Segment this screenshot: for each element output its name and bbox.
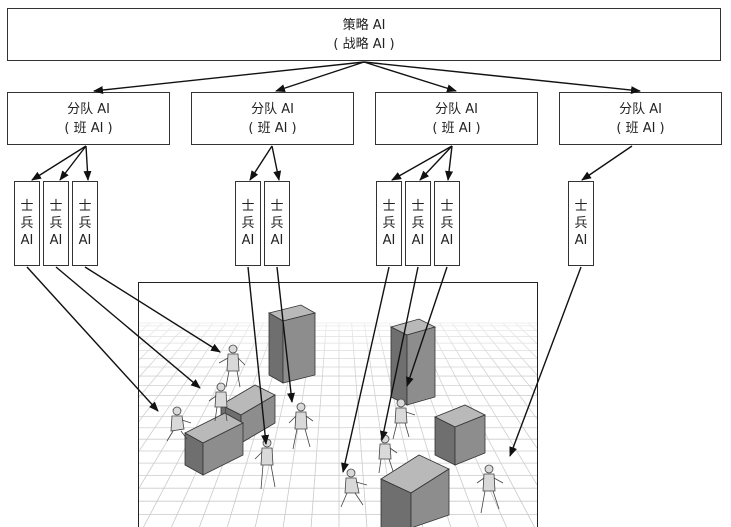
- squad-ai-label: 分队 AI: [619, 101, 662, 117]
- squad-ai-sublabel: ( 班 AI ): [616, 120, 665, 136]
- soldier-ai-char: 士: [241, 199, 255, 214]
- soldier-ai-char: 士: [49, 199, 63, 214]
- soldier-ai-char: AI: [574, 233, 588, 248]
- soldier-ai-box-4: 士 兵 AI: [235, 181, 261, 266]
- squad-ai-sublabel: ( 班 AI ): [432, 120, 481, 136]
- soldier-ai-char: 士: [382, 199, 396, 214]
- strategy-ai-sublabel: ( 战略 AI ): [333, 36, 395, 52]
- soldier-ai-char: AI: [382, 233, 396, 248]
- soldier-ai-char: 兵: [49, 216, 63, 231]
- arrow-strategy-to-squad-4: [363, 61, 641, 95]
- soldier-ai-char: 士: [574, 199, 588, 214]
- crate-front-right: [380, 454, 450, 527]
- arrow-squad-2-to-soldier-5: [271, 145, 282, 181]
- soldier-ai-char: AI: [411, 233, 425, 248]
- arrow-squad-1-to-soldier-1: [31, 145, 87, 181]
- soldier-ai-box-7: 士 兵 AI: [405, 181, 431, 266]
- squad-ai-label: 分队 AI: [435, 101, 478, 117]
- soldier-ai-char: 兵: [411, 216, 425, 231]
- soldier-ai-box-8: 士 兵 AI: [434, 181, 460, 266]
- squad-ai-box-3: 分队 AI ( 班 AI ): [375, 92, 538, 145]
- soldier-ai-char: 士: [20, 199, 34, 214]
- soldier-figure: [166, 406, 192, 442]
- soldier-ai-box-6: 士 兵 AI: [376, 181, 402, 266]
- arrow-squad-3-to-soldier-6: [391, 145, 453, 181]
- squad-ai-box-2: 分队 AI ( 班 AI ): [191, 92, 354, 145]
- soldier-ai-box-3: 士 兵 AI: [72, 181, 98, 266]
- soldier-figure: [218, 344, 246, 388]
- squad-ai-sublabel: ( 班 AI ): [248, 120, 297, 136]
- strategy-ai-box: 策略 AI ( 战略 AI ): [7, 8, 721, 61]
- arrow-squad-2-to-soldier-4: [249, 145, 273, 181]
- soldier-ai-char: 兵: [241, 216, 255, 231]
- crate-right: [434, 404, 486, 466]
- arrow-squad-1-to-soldier-3: [83, 145, 92, 181]
- soldier-ai-box-9: 士 兵 AI: [568, 181, 594, 266]
- soldier-ai-char: AI: [78, 233, 92, 248]
- crate-tall-left: [267, 304, 317, 384]
- soldier-ai-char: 兵: [270, 216, 284, 231]
- squad-ai-box-4: 分队 AI ( 班 AI ): [559, 92, 722, 145]
- arrow-squad-4-to-soldier-9: [581, 145, 633, 181]
- squad-ai-label: 分队 AI: [67, 101, 110, 117]
- soldier-ai-char: 士: [270, 199, 284, 214]
- crate-tall-right: [389, 318, 437, 406]
- soldier-ai-box-1: 士 兵 AI: [14, 181, 40, 266]
- soldier-ai-char: AI: [241, 233, 255, 248]
- soldier-ai-char: AI: [270, 233, 284, 248]
- soldier-ai-char: 士: [440, 199, 454, 214]
- soldier-ai-char: AI: [49, 233, 63, 248]
- squad-ai-box-1: 分队 AI ( 班 AI ): [7, 92, 170, 145]
- soldier-ai-char: AI: [440, 233, 454, 248]
- soldier-ai-char: 士: [411, 199, 425, 214]
- soldier-ai-box-5: 士 兵 AI: [264, 181, 290, 266]
- soldier-figure: [208, 382, 228, 422]
- arrow-squad-3-to-soldier-7: [419, 145, 453, 181]
- strategy-ai-label: 策略 AI: [342, 17, 386, 33]
- arrow-strategy-to-squad-1: [93, 61, 365, 95]
- squad-ai-sublabel: ( 班 AI ): [64, 120, 113, 136]
- soldier-figure: [288, 402, 314, 450]
- battlefield-scene: [138, 282, 538, 527]
- arrow-strategy-to-squad-3: [363, 61, 457, 93]
- soldier-figure: [476, 464, 504, 514]
- soldier-ai-char: 兵: [20, 216, 34, 231]
- soldier-ai-char: 兵: [440, 216, 454, 231]
- squad-ai-label: 分队 AI: [251, 101, 294, 117]
- soldier-ai-char: 兵: [574, 216, 588, 231]
- crate-front-left: [184, 412, 244, 476]
- arrow-strategy-to-squad-2: [275, 61, 365, 92]
- soldier-ai-char: AI: [20, 233, 34, 248]
- soldier-ai-char: 兵: [382, 216, 396, 231]
- soldier-ai-box-2: 士 兵 AI: [43, 181, 69, 266]
- arrow-squad-1-to-soldier-2: [59, 145, 87, 181]
- arrow-squad-3-to-soldier-8: [445, 145, 454, 181]
- soldier-ai-char: 兵: [78, 216, 92, 231]
- battlefield-illustration: [139, 283, 537, 527]
- soldier-ai-char: 士: [78, 199, 92, 214]
